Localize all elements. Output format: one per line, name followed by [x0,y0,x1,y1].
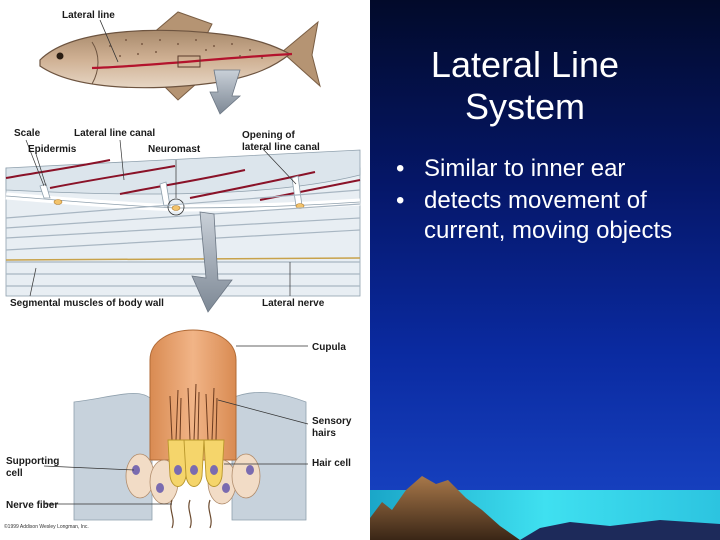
bullet-item: Similar to inner ear [390,154,715,184]
label-lateral-line: Lateral line [62,10,115,21]
label-lateral-nerve: Lateral nerve [262,298,325,309]
figure-illustration: Lateral line Scale Lateral line canal Op… [0,0,370,540]
nerve-fibers [171,500,211,528]
bullet-list: Similar to inner ear detects movement of… [390,154,715,248]
fish-body [40,30,290,87]
label-cupula: Cupula [312,342,346,353]
figure-copyright: ©1999 Addison Wesley Longman, Inc. [4,523,89,530]
label-lateral-line-canal: Lateral line canal [74,128,155,139]
label-nerve-fiber: Nerve fiber [6,500,58,511]
lateral-line-figure: Lateral line Scale Lateral line canal Op… [0,0,370,540]
hair-cells [168,440,224,487]
label-scale: Scale [14,128,41,139]
fish-illustration [40,12,320,100]
label-hair-cell: Hair cell [312,458,351,469]
label-supporting-line1: Supporting [6,456,59,467]
slide-text-panel: Lateral Line System Similar to inner ear… [370,0,720,540]
neuromast-detail-illustration [44,330,308,528]
label-supporting-line2: cell [6,468,23,479]
slide-title-line2: System [370,86,680,128]
label-opening-line2: lateral line canal [242,142,320,153]
label-neuromast: Neuromast [148,144,201,155]
label-opening-line1: Opening of [242,130,295,141]
label-sensory-line2: hairs [312,428,336,439]
label-epidermis: Epidermis [28,144,77,155]
label-sensory-line1: Sensory [312,416,352,427]
slide-title: Lateral Line System [370,44,680,128]
label-segmental-muscles: Segmental muscles of body wall [10,298,164,309]
cross-section-illustration [6,140,360,296]
slide-title-line1: Lateral Line [370,44,680,86]
bullet-item: detects movement of current, moving obje… [390,186,715,246]
fish-eye [57,53,64,60]
mountain-scenery [370,440,720,540]
